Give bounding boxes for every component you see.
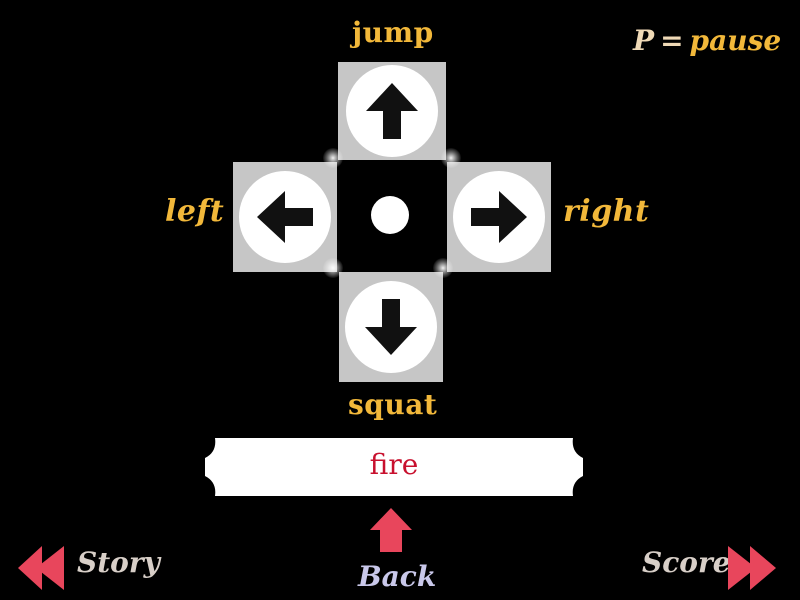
- corner-glow: [433, 258, 453, 278]
- arrow-left-icon: [257, 191, 313, 243]
- dpad-right-button[interactable]: [447, 162, 551, 272]
- arrow-right-icon: [471, 191, 527, 243]
- corner-glow: [323, 258, 343, 278]
- fast-forward-icon[interactable]: [728, 546, 776, 590]
- rewind-icon[interactable]: [18, 546, 66, 590]
- back-button[interactable]: Back: [358, 560, 437, 593]
- dpad-down-button[interactable]: [339, 272, 443, 382]
- dpad-up-button[interactable]: [338, 62, 446, 160]
- arrow-down-icon: [365, 299, 417, 355]
- squat-label: squat: [348, 388, 438, 421]
- pause-hint: P=pause: [633, 24, 781, 57]
- pause-action: pause: [689, 24, 782, 57]
- fire-button[interactable]: fire: [205, 436, 583, 498]
- right-label: right: [563, 194, 650, 229]
- pause-equals: =: [660, 24, 684, 57]
- center-dot-icon: [371, 196, 409, 234]
- jump-label: jump: [352, 16, 434, 49]
- corner-glow: [441, 148, 461, 168]
- back-arrow-icon[interactable]: [370, 508, 412, 552]
- arrow-up-icon: [366, 83, 418, 139]
- fire-label: fire: [369, 448, 419, 481]
- left-label: left: [165, 194, 225, 229]
- score-button[interactable]: Score: [642, 546, 731, 579]
- corner-glow: [323, 148, 343, 168]
- pause-key: P: [633, 24, 655, 57]
- fire-button-frame: [205, 438, 583, 496]
- dpad-left-button[interactable]: [233, 162, 337, 272]
- story-button[interactable]: Story: [77, 546, 160, 579]
